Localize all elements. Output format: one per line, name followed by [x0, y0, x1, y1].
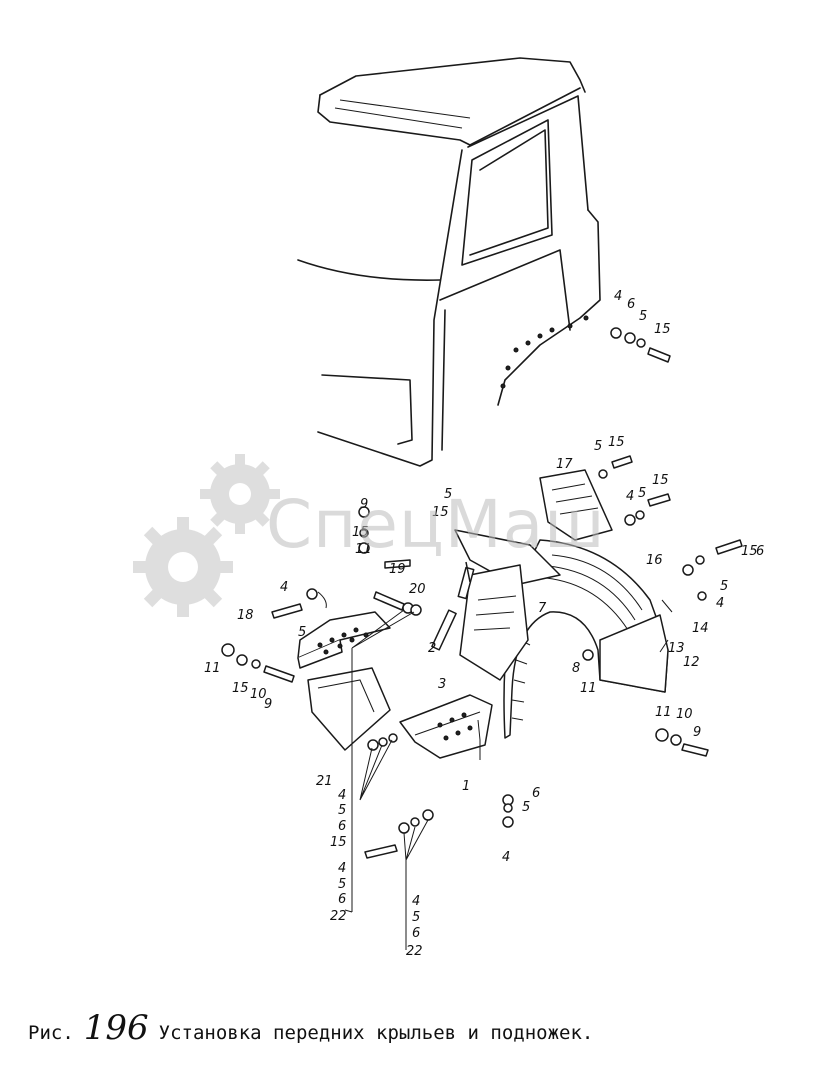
callout-label: 9 — [264, 697, 272, 712]
callout-label: 7 — [538, 601, 547, 616]
callout-label: 15 — [654, 322, 671, 337]
callout-label: 6 — [338, 892, 346, 907]
callout-label: 5 — [412, 910, 420, 925]
callout-label: 8 — [572, 661, 580, 676]
caption-title: Установка передних крыльев и подножек. — [158, 1022, 594, 1044]
inner-panel-7 — [431, 529, 561, 681]
mud-flap-12 — [599, 614, 669, 693]
callout-label: 5 — [638, 486, 646, 501]
callout-label: 5 — [338, 877, 346, 892]
exploded-assembly-drawing: 4 6 5 15 5 15 17 4 5 15 9 15 11 5 15 19 … — [204, 57, 764, 959]
figure-caption: Рис. 196 Установка передних крыльев и по… — [28, 1008, 808, 1058]
step-plate-upper — [297, 611, 391, 669]
bracket-17 — [539, 469, 613, 541]
callout-label: 11 — [204, 661, 221, 676]
callout-label: 10 — [250, 687, 267, 702]
callout-label: 17 — [556, 457, 573, 472]
callout-label: 18 — [237, 608, 254, 623]
callout-label: 5 — [298, 625, 306, 640]
callout-label: 11 — [580, 681, 597, 696]
callout-label: 6 — [338, 819, 346, 834]
callout-label: 5 — [639, 309, 647, 324]
callout-label: 9 — [693, 725, 701, 740]
leader-lines — [317, 591, 673, 950]
callout-label: 2 — [428, 641, 436, 656]
callout-label: 15 — [330, 835, 347, 850]
callout-label: 11 — [655, 705, 672, 720]
callout-label: 4 — [502, 850, 510, 865]
callout-label: 20 — [409, 582, 426, 597]
callout-label: 15 — [608, 435, 625, 450]
callout-label: 12 — [683, 655, 700, 670]
callout-label: 6 — [412, 926, 420, 941]
callout-label: 4 — [412, 894, 420, 909]
bracket-21 — [307, 667, 391, 751]
callout-label: 6 — [627, 297, 635, 312]
figure-number: 196 — [83, 1008, 149, 1048]
caption-prefix: Рис. — [28, 1022, 74, 1044]
callout-label: 21 — [316, 774, 333, 789]
truck-cab — [297, 57, 601, 467]
callout-label: 15 — [652, 473, 669, 488]
callout-label: 4 — [338, 788, 346, 803]
callout-label: 11 — [355, 542, 372, 557]
callout-label: 15 — [432, 505, 449, 520]
callout-label: 6 — [532, 786, 540, 801]
fasteners — [221, 327, 743, 859]
callout-label: 16 — [646, 553, 663, 568]
callout-label: 5 — [522, 800, 530, 815]
callout-label: 10 — [676, 707, 693, 722]
callout-label: 15 — [352, 525, 369, 540]
callout-label: 15 — [232, 681, 249, 696]
callout-label: 5 — [444, 487, 452, 502]
callout-label: 22 — [406, 944, 423, 959]
callout-label: 6 — [756, 544, 764, 559]
callout-label: 5 — [338, 803, 346, 818]
callout-label: 4 — [280, 580, 288, 595]
step-1 — [399, 694, 493, 759]
callout-label: 19 — [389, 562, 406, 577]
callout-label: 13 — [668, 641, 685, 656]
callout-label: 4 — [338, 861, 346, 876]
callout-label: 1 — [462, 779, 470, 794]
callout-labels: 4 6 5 15 5 15 17 4 5 15 9 15 11 5 15 19 … — [204, 289, 764, 959]
callout-label: 15 — [741, 544, 758, 559]
callout-label: 4 — [716, 596, 724, 611]
callout-label: 22 — [330, 909, 347, 924]
callout-label: 5 — [720, 579, 728, 594]
callout-label: 4 — [626, 489, 634, 504]
callout-label: 3 — [438, 677, 446, 692]
callout-label: 14 — [692, 621, 709, 636]
callout-label: 9 — [360, 497, 368, 512]
callout-label: 5 — [594, 439, 602, 454]
callout-label: 4 — [614, 289, 622, 304]
